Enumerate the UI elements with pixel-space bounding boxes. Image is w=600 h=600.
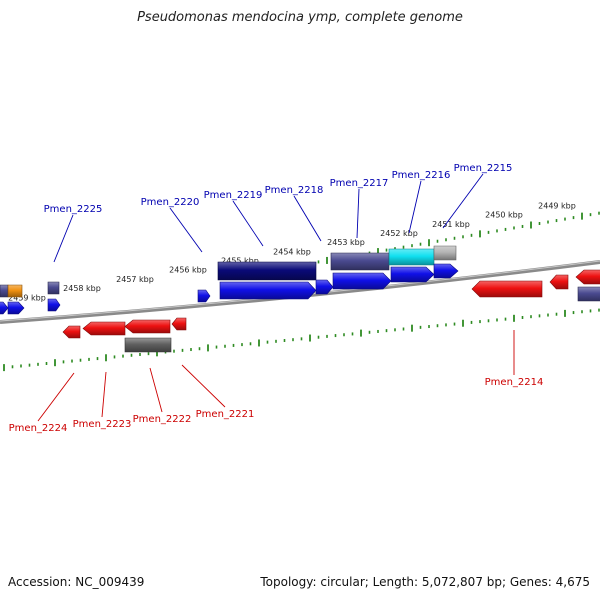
kbp-label: 2453 kbp xyxy=(327,238,365,247)
genome-title: Pseudomonas mendocina ymp, complete geno… xyxy=(137,10,463,25)
minus-gene-label: Pmen_2221 xyxy=(196,409,255,420)
kbp-label: 2449 kbp xyxy=(538,201,576,210)
gene-feature-5 xyxy=(47,298,61,312)
gene-feature-20 xyxy=(62,325,81,339)
plus-gene-label: Pmen_2220 xyxy=(141,197,200,208)
gene-feature-3 xyxy=(7,301,25,315)
gene-feature-12 xyxy=(315,279,334,295)
gene-feature-7 xyxy=(217,261,317,281)
plus-gene-leader xyxy=(408,180,422,234)
gene-feature-10 xyxy=(433,245,457,261)
plus-gene-leader xyxy=(232,200,264,247)
gene-feature-11 xyxy=(219,281,317,300)
kbp-label: 2452 kbp xyxy=(380,229,418,238)
gene-feature-6 xyxy=(197,289,211,303)
plus-gene-leader xyxy=(442,173,484,229)
plus-gene-leader xyxy=(169,207,203,253)
minus-gene-label: Pmen_2223 xyxy=(73,419,132,430)
kbp-label: 2459 kbp xyxy=(8,294,46,303)
plus-gene-label: Pmen_2219 xyxy=(204,190,263,201)
accession-text: Accession: NC_009439 xyxy=(8,575,145,589)
gene-feature-0 xyxy=(0,284,9,298)
plus-gene-leader xyxy=(293,195,322,242)
minus-gene-leader xyxy=(37,372,75,422)
kbp-label: 2457 kbp xyxy=(116,275,154,284)
gene-feature-2 xyxy=(0,301,9,315)
kbp-label: 2458 kbp xyxy=(63,284,101,293)
gene-feature-8 xyxy=(330,252,390,271)
kbp-label: 2456 kbp xyxy=(169,266,207,275)
plus-gene-label: Pmen_2225 xyxy=(44,204,103,215)
topology-text: Topology: circular; Length: 5,072,807 bp… xyxy=(260,575,590,589)
minus-gene-label: Pmen_2222 xyxy=(133,414,192,425)
gene-feature-14 xyxy=(390,266,435,283)
plus-gene-label: Pmen_2218 xyxy=(265,185,324,196)
gene-feature-16 xyxy=(471,280,543,298)
kbp-label: 2451 kbp xyxy=(432,220,470,229)
kbp-label: 2454 kbp xyxy=(273,248,311,257)
gene-feature-4 xyxy=(47,281,60,295)
plus-gene-label: Pmen_2216 xyxy=(392,170,451,181)
gene-feature-24 xyxy=(124,337,172,353)
kbp-label: 2450 kbp xyxy=(485,211,523,220)
gene-feature-18 xyxy=(575,269,600,285)
gene-feature-15 xyxy=(433,263,459,279)
gene-feature-13 xyxy=(332,272,392,290)
plus-gene-leader xyxy=(356,188,360,239)
gene-feature-9 xyxy=(388,248,435,266)
plus-gene-label: Pmen_2215 xyxy=(454,163,513,174)
minus-gene-leader xyxy=(181,364,226,408)
minus-gene-leader xyxy=(149,367,163,413)
gene-feature-17 xyxy=(549,274,569,290)
minus-gene-leader xyxy=(101,371,107,418)
minus-gene-label: Pmen_2224 xyxy=(9,423,68,434)
plus-gene-label: Pmen_2217 xyxy=(330,178,389,189)
gene-feature-23 xyxy=(171,317,187,331)
plus-gene-leader xyxy=(53,214,74,263)
gene-feature-1 xyxy=(7,284,23,298)
gene-feature-22 xyxy=(124,319,171,334)
gene-feature-21 xyxy=(82,321,126,336)
kbp-label: 2455 kbp xyxy=(221,257,259,266)
gene-feature-19 xyxy=(577,286,600,302)
minus-gene-label: Pmen_2214 xyxy=(485,377,544,388)
